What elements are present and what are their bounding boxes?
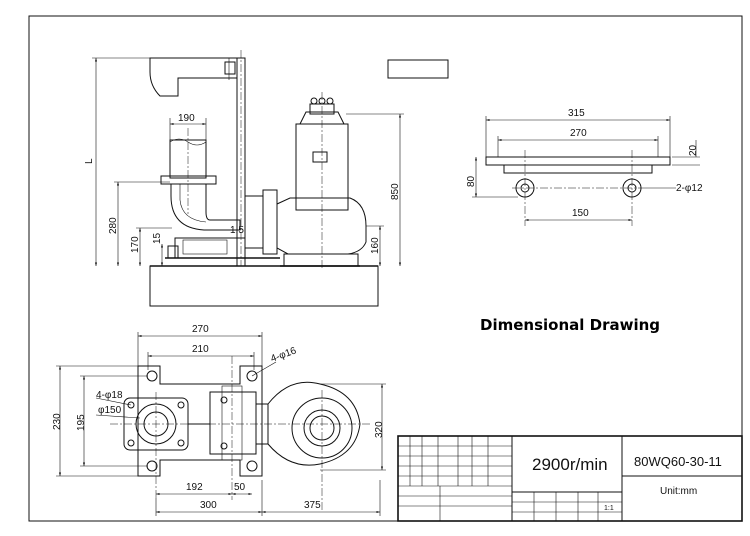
dim-L: L bbox=[84, 158, 95, 164]
plan-dim-300: 300 bbox=[200, 500, 217, 511]
duckfoot-base bbox=[174, 237, 246, 259]
plan-dim-210: 210 bbox=[192, 344, 209, 355]
side-view: 1.5 190 L 280 170 15 85 bbox=[84, 50, 404, 307]
title-block-scale: 1:1 bbox=[604, 505, 614, 512]
drawing-title: Dimensional Drawing bbox=[480, 316, 660, 334]
upper-slab bbox=[149, 57, 238, 97]
floor-slab bbox=[149, 265, 379, 307]
plan-dim-phi150: φ150 bbox=[98, 405, 122, 416]
plan-base-outline bbox=[137, 365, 263, 477]
base-dim-270: 270 bbox=[570, 128, 587, 139]
base-dim-150: 150 bbox=[572, 208, 589, 219]
plan-dim-192: 192 bbox=[186, 482, 203, 493]
dim-280: 280 bbox=[108, 217, 119, 234]
base-view: 315 270 20 80 2-φ12 150 bbox=[466, 108, 703, 226]
plan-volute bbox=[267, 381, 361, 466]
base-dim-20: 20 bbox=[688, 144, 699, 156]
plan-view: 270 210 4-φ16 4-φ18 φ150 230 195 320 192… bbox=[52, 324, 386, 516]
dim-15: 15 bbox=[152, 232, 163, 244]
title-block: 2900r/min 80WQ60-30-11 Unit:mm 1:1 bbox=[397, 435, 743, 522]
upper-slab-right bbox=[387, 59, 449, 79]
dim-160: 160 bbox=[370, 237, 381, 254]
plan-dim-4-phi16: 4-φ16 bbox=[269, 345, 298, 365]
drawing-frame bbox=[28, 15, 743, 522]
plan-dim-320: 320 bbox=[374, 421, 385, 438]
dim-850: 850 bbox=[390, 183, 401, 200]
plan-dim-50: 50 bbox=[234, 482, 246, 493]
plan-dim-375: 375 bbox=[304, 500, 321, 511]
pump-volute bbox=[276, 197, 367, 255]
title-block-speed: 2900r/min bbox=[532, 455, 608, 474]
base-dim-80: 80 bbox=[466, 175, 477, 187]
plan-dim-270: 270 bbox=[192, 324, 209, 335]
plan-dim-230: 230 bbox=[52, 413, 63, 430]
base-plate bbox=[485, 156, 671, 166]
plan-dim-4-phi18: 4-φ18 bbox=[96, 390, 123, 401]
title-block-unit: Unit:mm bbox=[660, 486, 697, 497]
plan-dim-195: 195 bbox=[76, 414, 87, 431]
base-dim-2-phi12: 2-φ12 bbox=[676, 183, 703, 194]
base-dim-315: 315 bbox=[568, 108, 585, 119]
dim-1-5: 1.5 bbox=[230, 225, 244, 236]
dim-190: 190 bbox=[178, 113, 195, 124]
dim-170: 170 bbox=[130, 236, 141, 253]
title-block-model: 80WQ60-30-11 bbox=[634, 454, 722, 469]
